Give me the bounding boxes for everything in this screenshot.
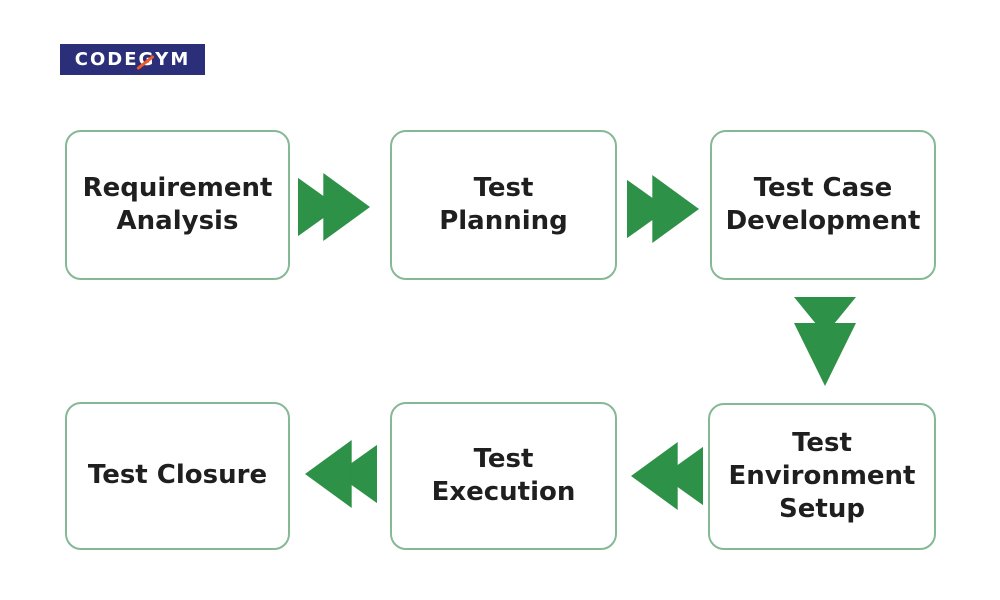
step-box-test-closure: Test Closure <box>65 402 290 550</box>
arrow-right-icon <box>627 175 699 243</box>
arrow-left-icon <box>305 440 377 508</box>
logo-text-left: CODE <box>74 49 139 70</box>
step-box-test-planning: Test Planning <box>390 130 617 280</box>
logo-text-right: YM <box>155 49 191 70</box>
step-label: Test Environment Setup <box>728 427 916 524</box>
arrow-down-icon <box>794 297 856 386</box>
step-label: Requirement Analysis <box>82 172 273 236</box>
step-box-test-environment-setup: Test Environment Setup <box>708 403 936 550</box>
step-label: Test Planning <box>439 172 568 236</box>
arrow-right-icon <box>298 173 370 241</box>
step-box-requirement-analysis: Requirement Analysis <box>65 130 290 280</box>
arrow-left-icon <box>631 442 703 510</box>
logo-letter-g: G <box>138 49 156 70</box>
step-box-test-case-development: Test Case Development <box>710 130 936 280</box>
step-label: Test Execution <box>431 443 576 507</box>
step-box-test-execution: Test Execution <box>390 402 617 550</box>
step-label: Test Closure <box>87 460 268 491</box>
step-label: Test Case Development <box>725 172 921 236</box>
